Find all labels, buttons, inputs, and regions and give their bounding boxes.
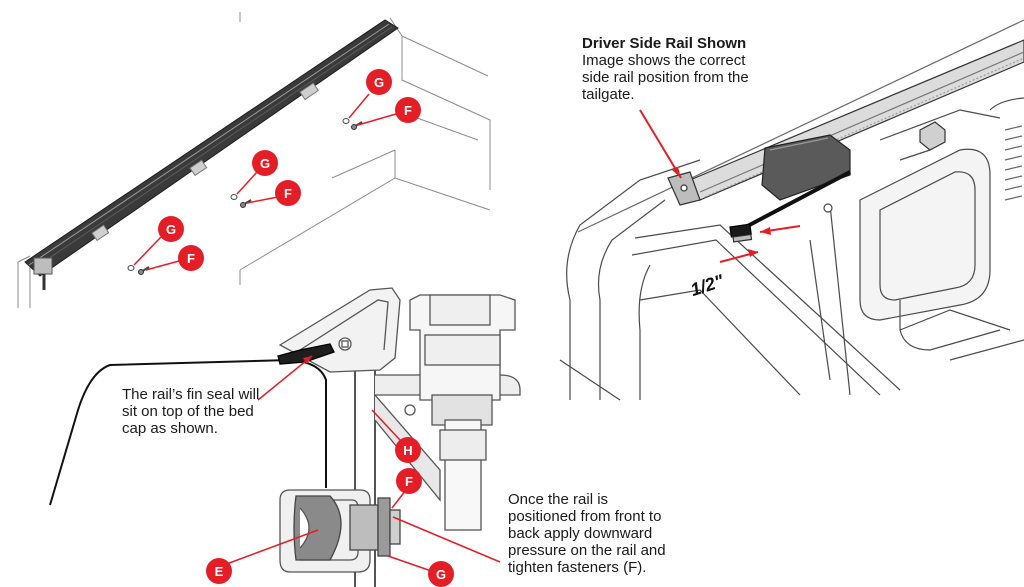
callout-g-4: G <box>428 561 454 587</box>
callout-f-2: F <box>275 180 301 206</box>
callout-g-3: G <box>158 216 184 242</box>
fasten-line-2: positioned from front to <box>508 508 662 525</box>
svg-text:F: F <box>187 251 195 266</box>
callout-f-4: F <box>396 468 422 494</box>
fasten-line-3: back apply downward <box>508 525 653 542</box>
svg-text:E: E <box>215 564 224 579</box>
svg-text:F: F <box>284 186 292 201</box>
callout-g-2: G <box>252 150 278 176</box>
driver-side-line-3: tailgate. <box>582 86 635 103</box>
driver-side-title: Driver Side Rail Shown <box>582 35 747 52</box>
driver-side-line-2: side rail position from the <box>582 69 749 86</box>
bottom-leaders <box>223 355 501 575</box>
fastener-pair-3 <box>127 265 150 275</box>
svg-text:1/2": 1/2" <box>688 271 727 301</box>
top-left-rail-view <box>17 12 491 308</box>
callout-f-1: F <box>395 97 421 123</box>
fastener-pair-2 <box>230 194 252 208</box>
fin-seal-line-3: cap as shown. <box>122 420 218 437</box>
cross-section-view <box>49 287 521 587</box>
fasten-line-5: tighten fasteners (F). <box>508 559 647 576</box>
callout-h: H <box>395 437 421 463</box>
fasten-line-1: Once the rail is <box>508 491 609 508</box>
callout-e: E <box>206 558 232 584</box>
top-right-tailgate-view <box>559 19 1024 401</box>
fin-seal-line-2: sit on top of the bed <box>122 403 254 420</box>
svg-text:G: G <box>374 75 384 90</box>
svg-text:F: F <box>405 474 413 489</box>
clamp-insert <box>293 495 342 561</box>
fin-seal <box>277 343 335 365</box>
fasten-line-4: pressure on the rail and <box>508 542 666 559</box>
fin-seal-note: The rail’s fin seal will sit on top of t… <box>122 386 322 437</box>
side-rail <box>24 19 399 277</box>
driver-side-line-1: Image shows the correct <box>582 52 746 69</box>
svg-text:F: F <box>404 103 412 118</box>
svg-text:H: H <box>403 443 412 458</box>
svg-text:G: G <box>436 567 446 582</box>
driver-side-caption: Driver Side Rail Shown Image shows the c… <box>582 35 812 103</box>
top-left-leaders <box>133 93 397 271</box>
svg-text:G: G <box>166 222 176 237</box>
callout-f-3: F <box>178 245 204 271</box>
fasten-note: Once the rail is positioned from front t… <box>508 491 728 576</box>
fin-seal-line-1: The rail’s fin seal will <box>122 386 260 403</box>
callout-g-1: G <box>366 69 392 95</box>
svg-text:G: G <box>260 156 270 171</box>
